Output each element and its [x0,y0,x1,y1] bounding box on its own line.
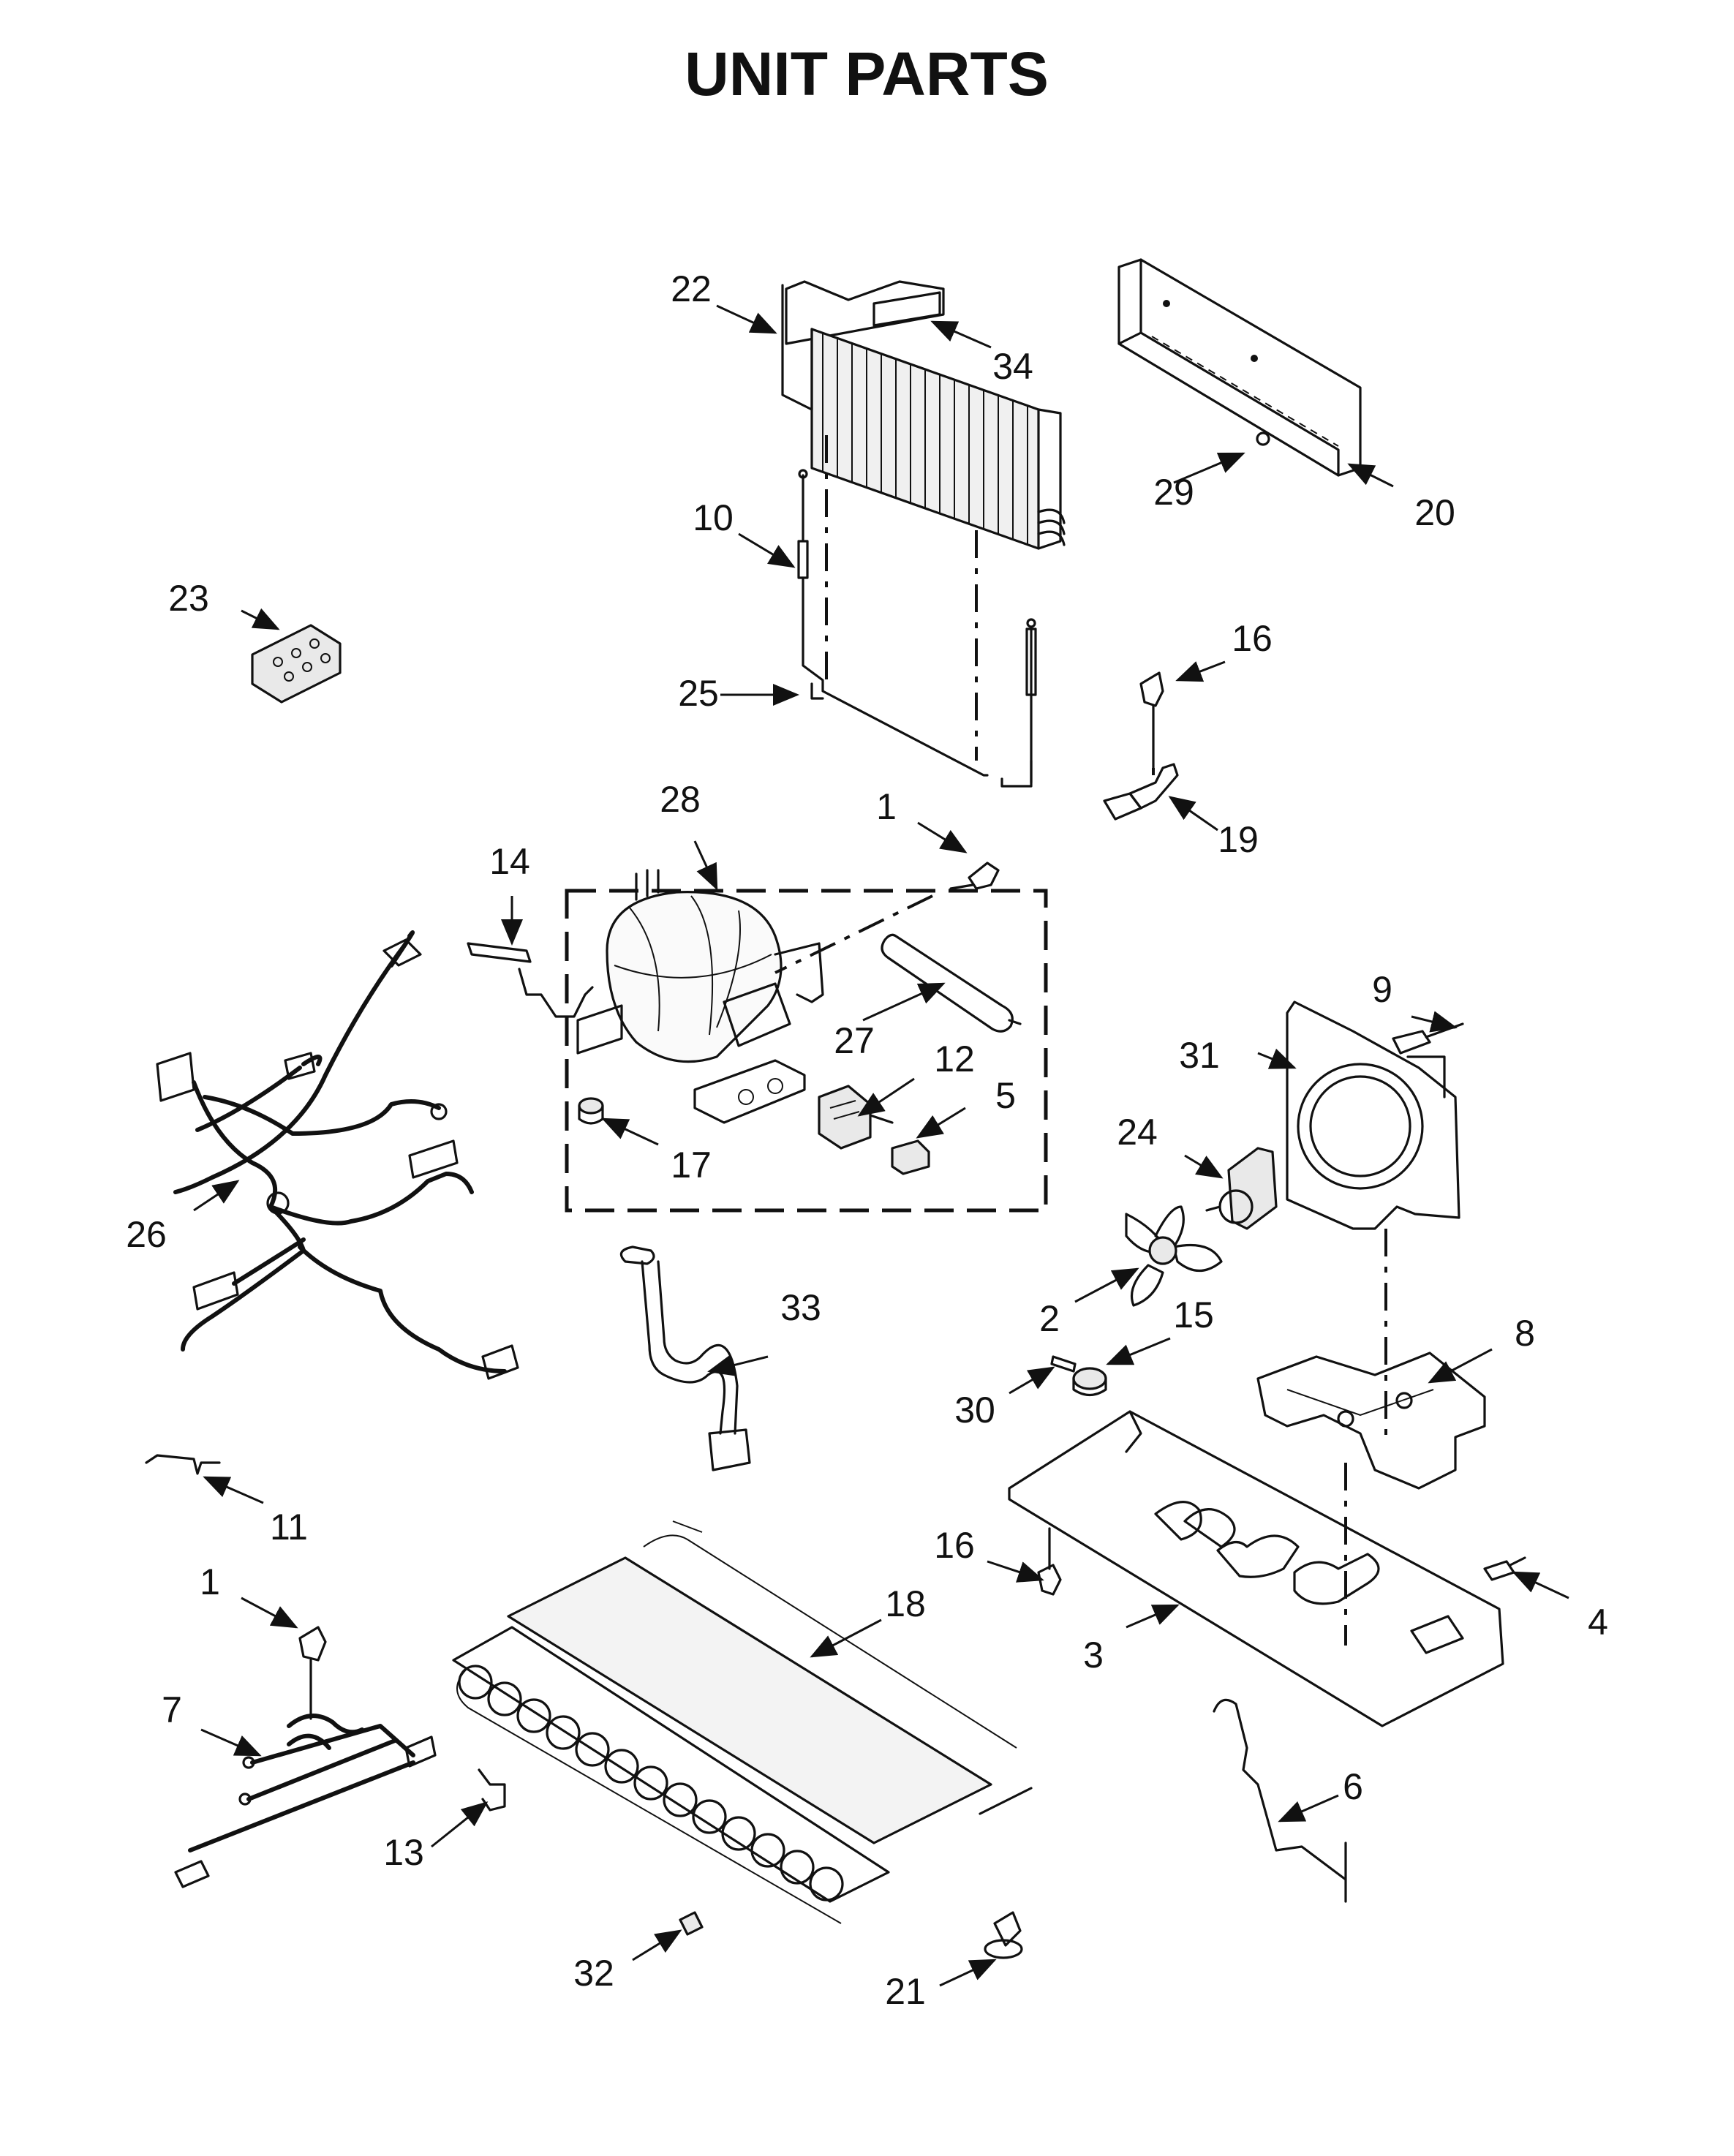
callout-1-upper: 1 [876,786,897,827]
screw-1-upper-part [949,862,1000,890]
callout-22: 22 [671,268,712,309]
callout-10: 10 [693,497,734,538]
defrost-sensor-part [797,469,1037,788]
callout-30: 30 [954,1390,995,1431]
fan-shroud-part [1286,1000,1460,1230]
callout-6: 6 [1343,1766,1363,1807]
callout-2: 2 [1039,1298,1060,1339]
screw-16-upper-part [1139,671,1164,769]
callout-33: 33 [780,1287,821,1328]
fan-blade-part [1125,1205,1223,1307]
callout-16-lower: 16 [934,1525,975,1566]
callout-19: 19 [1218,819,1259,860]
screw-part [1256,431,1270,446]
callout-8: 8 [1515,1313,1535,1354]
callout-26: 26 [126,1214,167,1255]
callout-5: 5 [995,1075,1016,1116]
drain-hose-part [619,1245,751,1471]
callout-12: 12 [934,1039,975,1079]
compressor-part [576,869,824,1124]
coil-assembly-part [781,280,1066,550]
callout-4: 4 [1588,1602,1608,1643]
callout-11: 11 [270,1507,308,1548]
fan-motor-part [1205,1147,1278,1230]
callout-14: 14 [489,841,530,882]
callout-25: 25 [678,673,719,714]
label-part [872,291,941,327]
screw-4-part [1483,1556,1526,1581]
grommet-15-part [1072,1367,1107,1397]
callout-29: 29 [1153,472,1194,513]
callout-23: 23 [168,578,209,619]
callout-13: 13 [383,1832,424,1873]
callout-17: 17 [671,1145,712,1186]
screw-1-lower-part [298,1626,327,1720]
motor-bracket-part [1256,1352,1486,1490]
alignment-line [774,894,933,974]
screw-9-part [1392,1022,1464,1055]
callout-leaders [193,304,1569,1987]
callout-27: 27 [834,1020,875,1061]
callout-18: 18 [885,1583,926,1624]
filter-drier-part [881,933,1022,1033]
wire-part [1213,1698,1347,1903]
cover-part [891,1139,930,1175]
grommet-part [578,1097,604,1125]
callout-7: 7 [162,1689,182,1730]
callout-34: 34 [992,346,1033,387]
callout-21: 21 [885,1971,926,2012]
bracket-part [1103,763,1179,821]
start-relay-part [818,1085,894,1150]
callout-32: 32 [573,1953,614,1994]
callout-31: 31 [1179,1035,1220,1076]
wire-harness-part [156,930,519,1380]
evaporator-clip-part [478,1768,506,1812]
callout-28: 28 [660,779,701,820]
callout-1-lower: 1 [200,1561,220,1602]
callout-15: 15 [1173,1294,1214,1335]
callout-24: 24 [1117,1112,1158,1153]
fitting-part [984,1911,1023,1959]
callout-20: 20 [1414,492,1455,533]
sleeve-part [679,1911,704,1936]
compressor-assembly-box [565,889,1048,1213]
control-board-part [251,624,342,704]
pin-30-part [1050,1355,1077,1373]
clip-part [145,1454,221,1475]
callout-3: 3 [1083,1635,1104,1676]
screw-16-lower-part [1037,1527,1062,1596]
page-title: UNIT PARTS [685,39,1049,108]
evaporator-part [452,1520,1033,1924]
callout-16-upper: 16 [1232,618,1273,659]
callout-9: 9 [1372,969,1392,1010]
duct-part [1117,258,1362,477]
base-plate-part [1008,1410,1504,1727]
strap-part [467,942,594,1018]
heater-harness-part [174,1714,437,1888]
